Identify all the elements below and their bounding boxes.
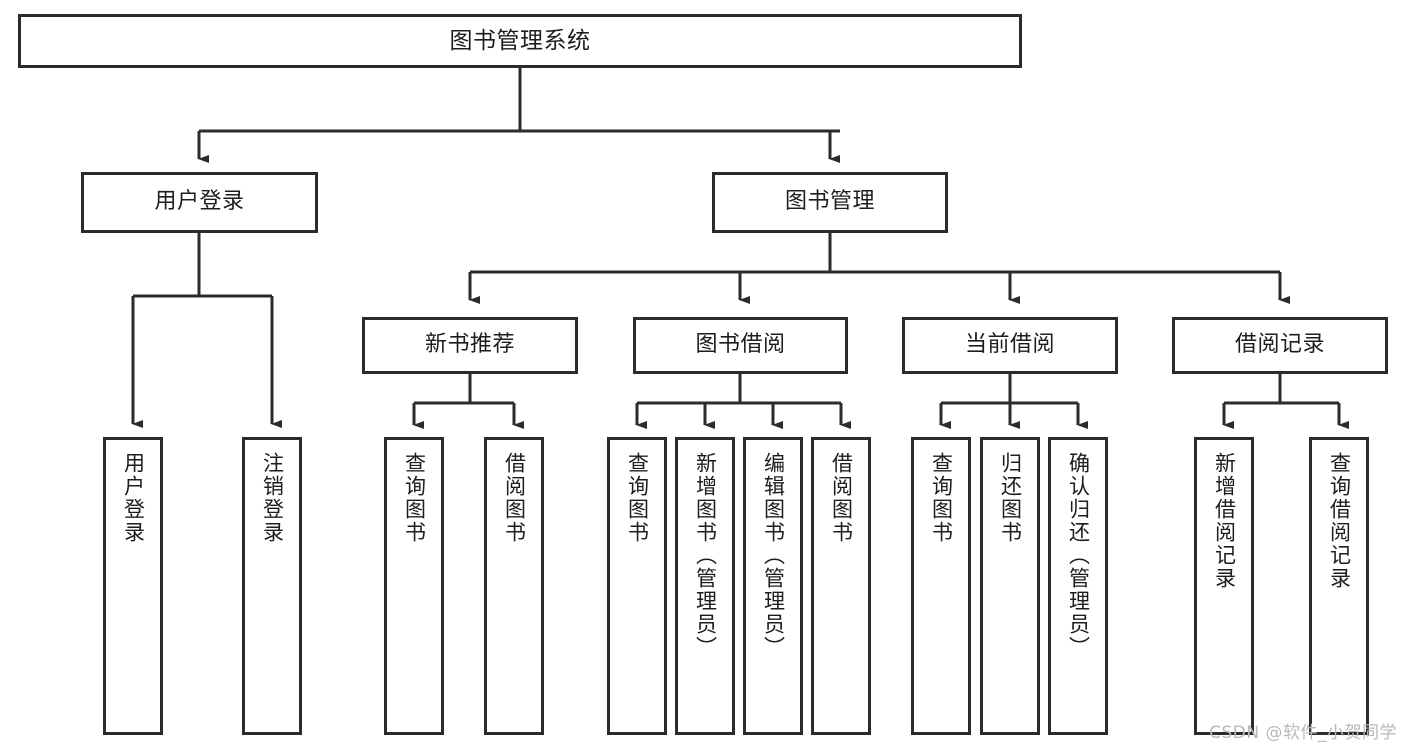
node-book-manage-label: 图书管理 [784,189,875,215]
leaf-confirm-return-label: 确认归还（管理员） [1066,452,1091,659]
node-current-borrow-label: 当前借阅 [964,332,1055,358]
leaf-logout-login[interactable]: 注销登录 [242,437,302,735]
leaf-query-book-3-label: 查询图书 [929,452,954,544]
leaf-query-book-1-label: 查询图书 [402,452,427,544]
watermark-text: CSDN @软件_小贺同学 [1209,723,1397,743]
node-root[interactable]: 图书管理系统 [18,14,1022,68]
leaf-edit-book[interactable]: 编辑图书（管理员） [743,437,803,735]
leaf-edit-book-label: 编辑图书（管理员） [761,452,786,659]
leaf-add-record[interactable]: 新增借阅记录 [1194,437,1254,735]
leaf-borrow-book-2[interactable]: 借阅图书 [811,437,871,735]
node-new-book-recommend-label: 新书推荐 [424,332,515,358]
leaf-borrow-book-1[interactable]: 借阅图书 [484,437,544,735]
node-user-login-label: 用户登录 [154,189,245,215]
leaf-add-record-label: 新增借阅记录 [1212,452,1237,590]
leaf-user-login-label: 用户登录 [121,452,146,544]
node-root-label: 图书管理系统 [449,27,591,54]
leaf-borrow-book-1-label: 借阅图书 [502,452,527,544]
leaf-add-book-label: 新增图书（管理员） [693,452,718,659]
node-book-manage[interactable]: 图书管理 [712,172,948,233]
leaf-query-record-label: 查询借阅记录 [1327,452,1352,590]
leaf-return-book-label: 归还图书 [998,452,1023,544]
leaf-borrow-book-2-label: 借阅图书 [829,452,854,544]
leaf-query-book-2[interactable]: 查询图书 [607,437,667,735]
node-book-borrow[interactable]: 图书借阅 [633,317,848,374]
leaf-add-book[interactable]: 新增图书（管理员） [675,437,735,735]
leaf-confirm-return[interactable]: 确认归还（管理员） [1048,437,1108,735]
node-borrow-record-label: 借阅记录 [1234,332,1325,358]
leaf-logout-login-label: 注销登录 [260,452,285,544]
leaf-query-book-3[interactable]: 查询图书 [911,437,971,735]
node-book-borrow-label: 图书借阅 [695,332,786,358]
leaf-query-record[interactable]: 查询借阅记录 [1309,437,1369,735]
node-new-book-recommend[interactable]: 新书推荐 [362,317,578,374]
node-borrow-record[interactable]: 借阅记录 [1172,317,1388,374]
node-user-login[interactable]: 用户登录 [81,172,318,233]
leaf-return-book[interactable]: 归还图书 [980,437,1040,735]
leaf-query-book-1[interactable]: 查询图书 [384,437,444,735]
leaf-user-login[interactable]: 用户登录 [103,437,163,735]
node-current-borrow[interactable]: 当前借阅 [902,317,1118,374]
leaf-query-book-2-label: 查询图书 [625,452,650,544]
